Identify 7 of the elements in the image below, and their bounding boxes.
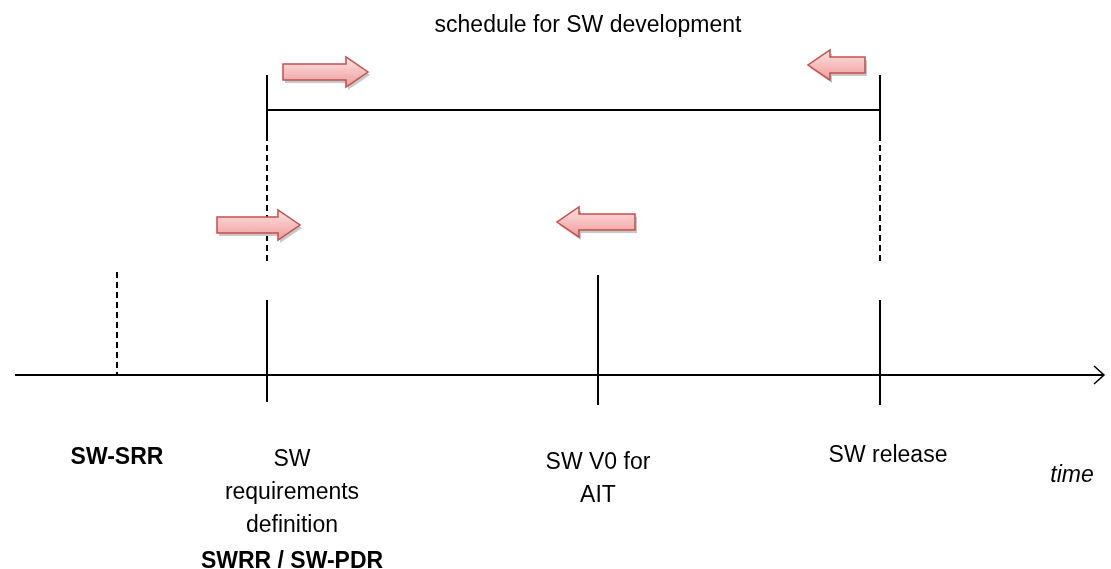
milestone-label: SW-SRR	[69, 442, 165, 471]
review-label: SWRR / SW-PDR	[199, 546, 385, 569]
axis-label: time	[1049, 460, 1095, 489]
milestone-label: SW release	[827, 440, 949, 469]
milestone-label: SW requirements definition	[223, 444, 361, 539]
diagram-title: schedule for SW development	[433, 10, 743, 39]
milestone-label: SW V0 for AIT	[544, 447, 652, 509]
